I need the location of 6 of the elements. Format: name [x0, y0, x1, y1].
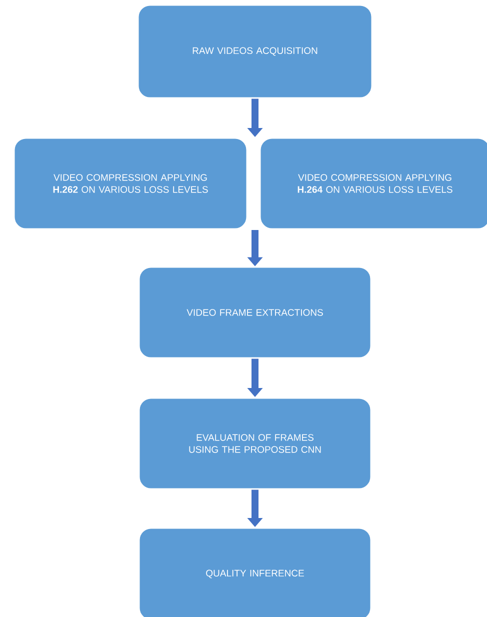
process-box: VIDEO COMPRESSION APPLYING H.264 ON VARIOUS LOSS LEVELS [259, 137, 487, 230]
process-box: QUALITY INFERENCE [138, 527, 372, 617]
process-box: VIDEO FRAME EXTRACTIONS [138, 266, 372, 359]
process-box: VIDEO COMPRESSION APPLYING H.262 ON VARIOUS LOSS LEVELS [13, 137, 248, 230]
process-box: RAW VIDEOS ACQUISITION [137, 4, 373, 99]
process-box: EVALUATION OF FRAMES USING THE PROPOSED CNN [138, 397, 372, 490]
